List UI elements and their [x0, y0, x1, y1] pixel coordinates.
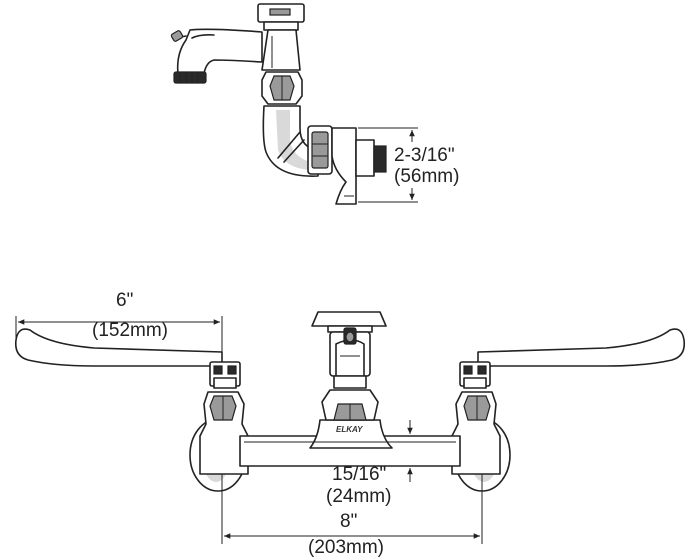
side-valve-body	[331, 127, 387, 205]
side-height-dimension: 2-3/16" (56mm)	[358, 127, 459, 203]
side-spout	[170, 28, 263, 84]
handle-length-imperial-label: 6"	[116, 290, 133, 311]
projection-imperial-label: 15/16"	[332, 464, 386, 485]
brand-logo-text: ELKAY	[336, 425, 363, 434]
side-hex-union	[307, 125, 333, 175]
side-elbow-body	[262, 105, 319, 177]
side-view: 2-3/16" (56mm)	[170, 3, 459, 205]
front-center-top-cap	[311, 311, 387, 377]
side-height-metric-label: (56mm)	[394, 166, 459, 187]
projection-dimension: 15/16" (24mm)	[326, 420, 420, 507]
side-nut	[261, 71, 303, 105]
projection-metric-label: (24mm)	[326, 486, 391, 507]
front-view: ELKAY 6" (152mm) 15/16" (24mm) 8" (203mm…	[14, 290, 686, 558]
front-right-valve-housing	[451, 391, 501, 475]
front-left-valve-housing	[199, 391, 249, 475]
front-right-blade-handle	[459, 328, 686, 389]
side-handle-cap	[257, 3, 305, 71]
handle-length-dimension: 6" (152mm)	[15, 290, 223, 362]
centers-dimension: 8" (203mm)	[221, 474, 483, 558]
centers-imperial-label: 8"	[340, 511, 357, 532]
centers-metric-label: (203mm)	[308, 537, 384, 558]
side-height-imperial-label: 2-3/16"	[394, 145, 455, 166]
front-center-nut: ELKAY	[321, 375, 379, 434]
handle-length-metric-label: (152mm)	[92, 320, 168, 341]
front-faucet-body	[239, 419, 461, 467]
